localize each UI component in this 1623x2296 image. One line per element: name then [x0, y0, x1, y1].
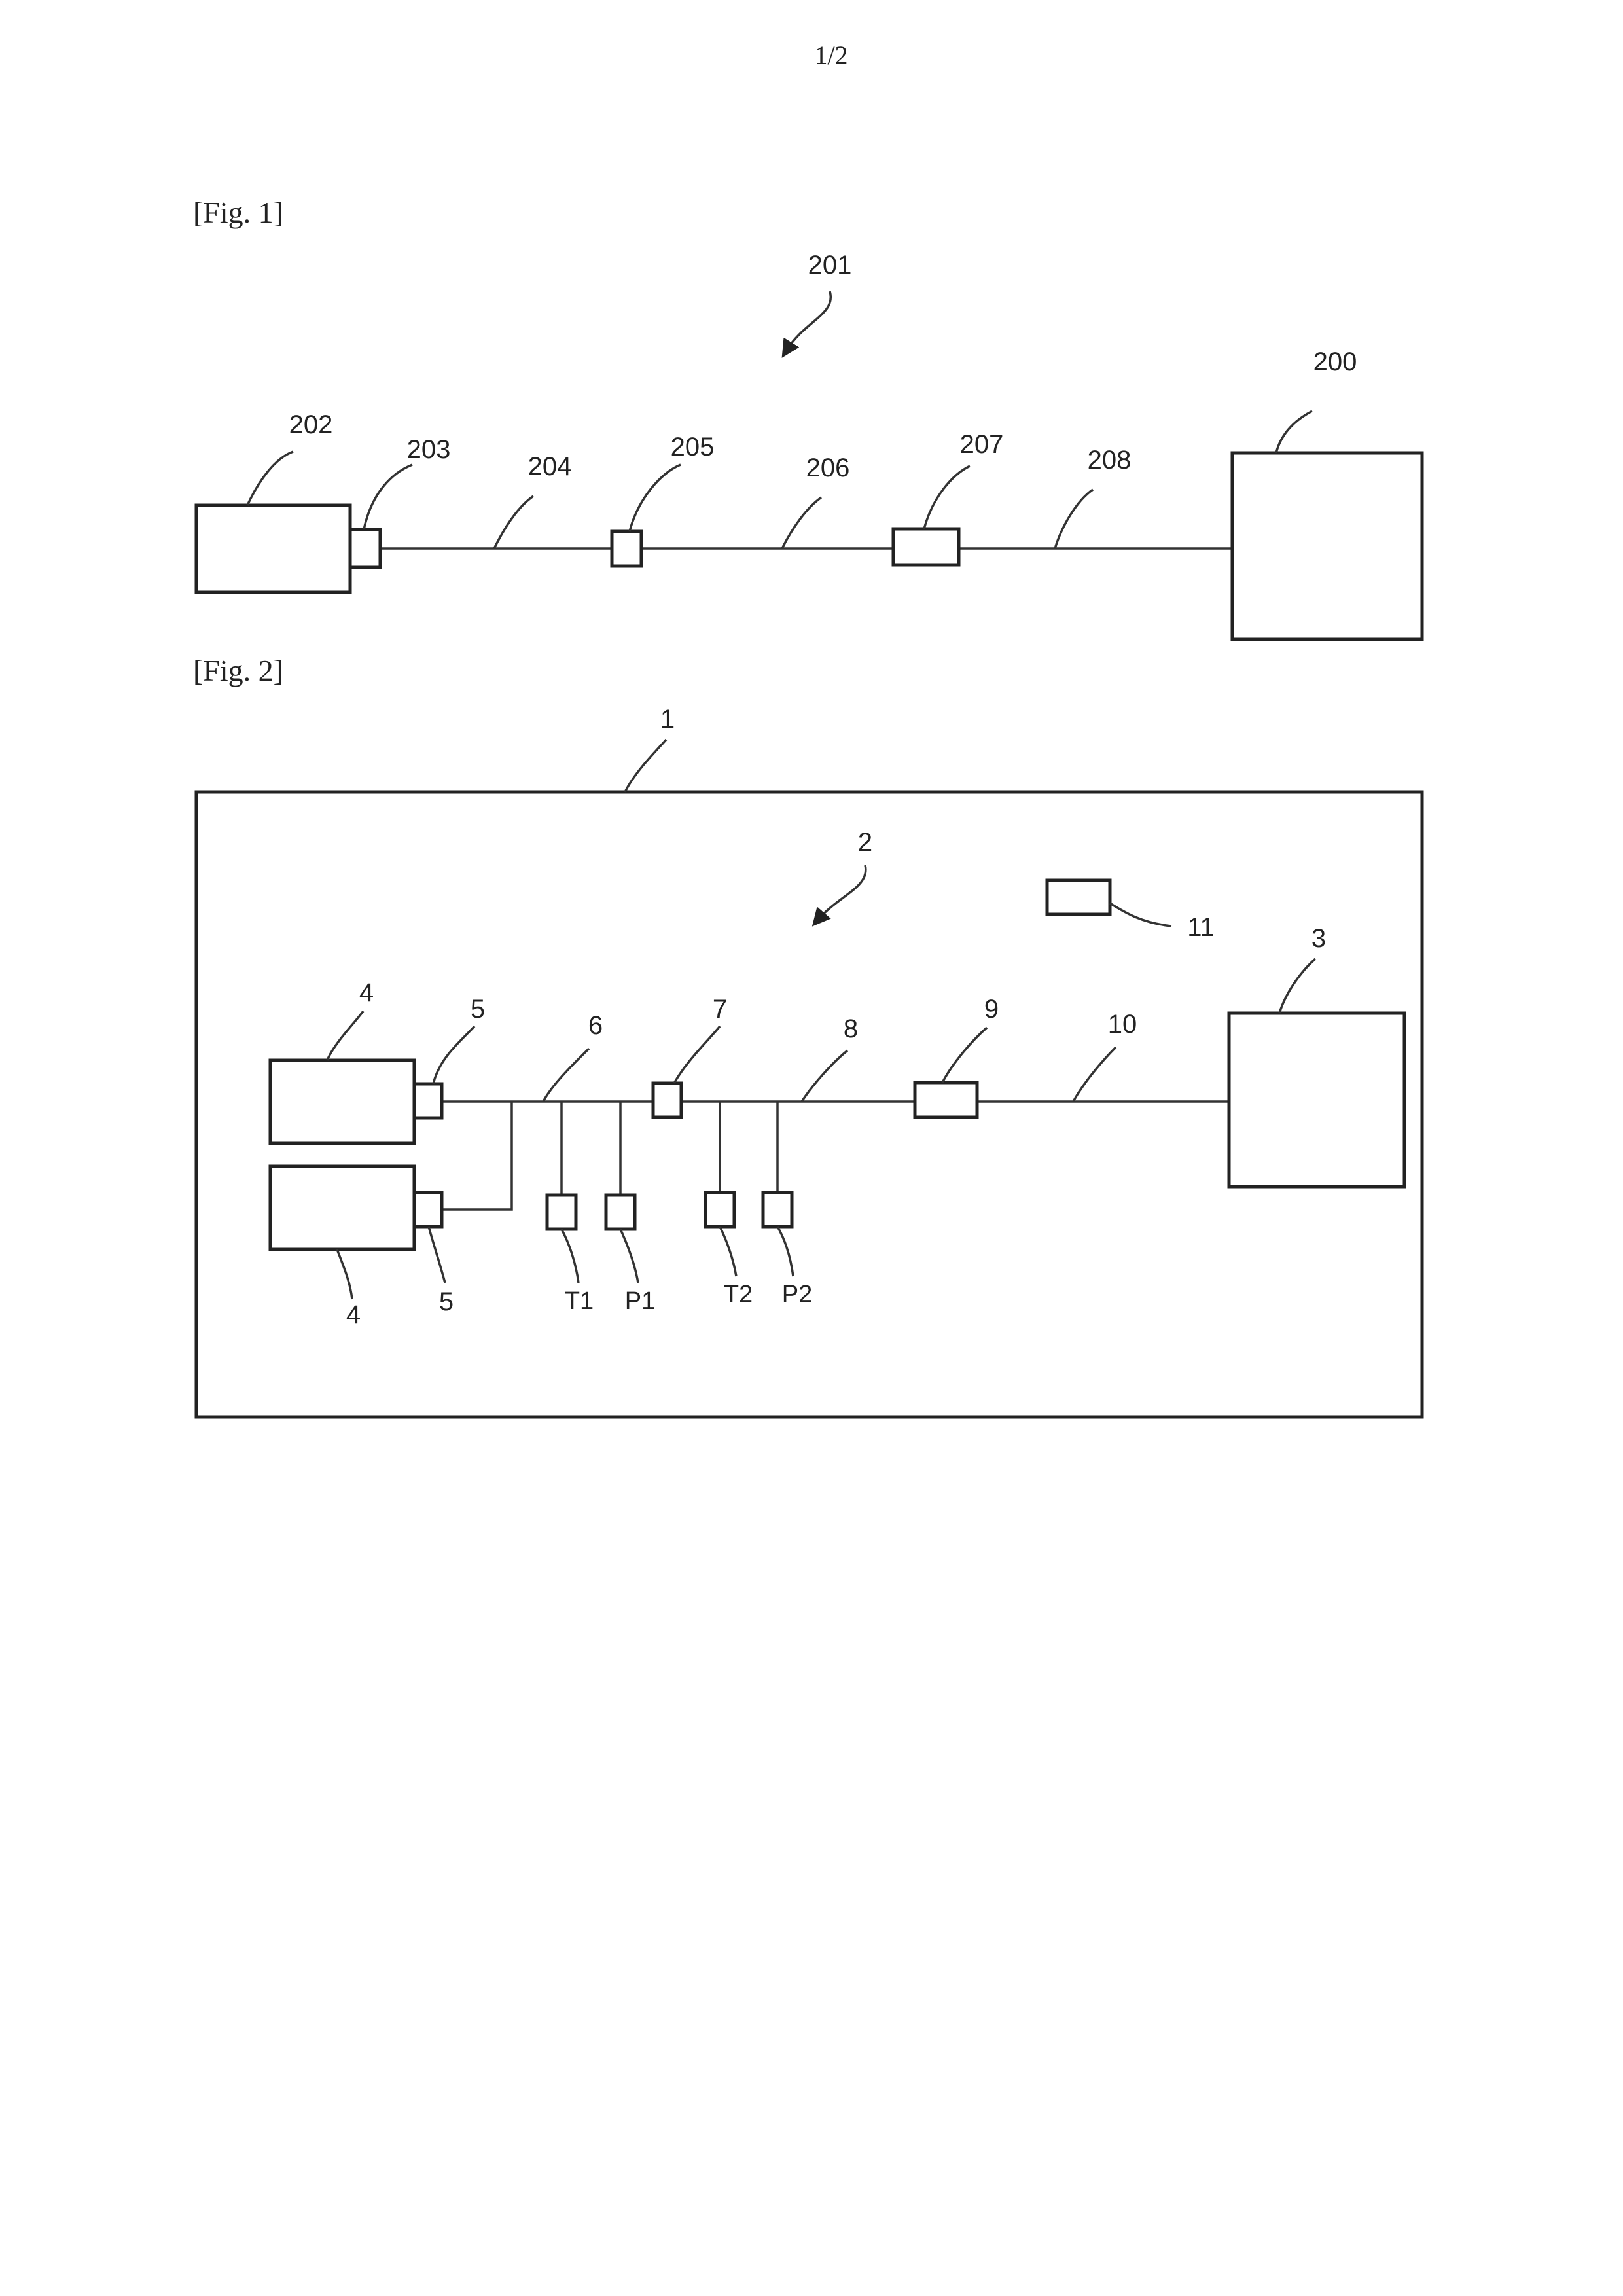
- page-number: 1/2: [814, 41, 847, 70]
- fig1-unit-right: [1232, 453, 1422, 639]
- fig2-label-3: 3: [1311, 924, 1326, 953]
- fig1-label-200: 200: [1313, 348, 1357, 376]
- fig2-label-8: 8: [844, 1014, 858, 1043]
- fig2-label-6: 6: [588, 1011, 603, 1040]
- fig2-label-system: 2: [858, 828, 872, 857]
- fig2-sensor-p2: [763, 1193, 792, 1227]
- fig2-label-p1: P1: [625, 1287, 655, 1315]
- fig1-leader-207: [924, 466, 970, 529]
- figure-2: [Fig. 2] 1 2 11: [193, 654, 1422, 1417]
- fig2-leader-4-upper: [327, 1011, 363, 1060]
- fig1-inline-device: [893, 529, 959, 565]
- fig2-label-7: 7: [713, 995, 727, 1024]
- fig2-leader-t1: [562, 1229, 579, 1283]
- fig2-leader-4-lower: [337, 1249, 352, 1299]
- fig2-system-arrow: [818, 865, 866, 920]
- fig1-leader-208: [1055, 490, 1093, 548]
- fig2-label-p2: P2: [782, 1281, 812, 1308]
- fig2-connector-upper: [414, 1084, 442, 1118]
- fig2-sensor-t2: [705, 1193, 734, 1227]
- fig1-label-208: 208: [1088, 446, 1132, 475]
- fig1-label-202: 202: [289, 410, 333, 439]
- fig1-label-204: 204: [528, 452, 572, 481]
- fig2-unit-lower: [270, 1166, 414, 1249]
- fig1-label-207: 207: [960, 430, 1004, 459]
- fig2-label-4-upper: 4: [359, 978, 374, 1007]
- fig1-leader-202: [247, 452, 293, 505]
- fig2-label-5-upper: 5: [471, 995, 485, 1024]
- fig2-label-t1: T1: [565, 1287, 594, 1315]
- fig2-leader-11: [1110, 903, 1171, 926]
- fig1-label-system: 201: [808, 251, 852, 279]
- fig2-label-10: 10: [1108, 1010, 1137, 1039]
- fig1-label-205: 205: [671, 433, 715, 461]
- fig2-label-11: 11: [1187, 913, 1215, 942]
- fig1-caption: [Fig. 1]: [193, 196, 283, 229]
- fig2-inline-device: [915, 1083, 977, 1117]
- fig2-leader-7: [674, 1026, 720, 1083]
- fig2-leader-5-upper: [433, 1026, 474, 1084]
- fig2-leader-6: [543, 1049, 589, 1102]
- fig1-leader-204: [494, 496, 533, 548]
- fig1-leader-206: [782, 497, 821, 548]
- fig1-system-arrow: [787, 291, 830, 350]
- fig2-leader-10: [1073, 1047, 1116, 1102]
- fig2-leader-8: [802, 1050, 847, 1102]
- fig2-sensor-p1: [606, 1195, 635, 1229]
- fig1-leader-200: [1276, 411, 1312, 453]
- fig2-leader-5-lower: [429, 1227, 445, 1283]
- fig1-leader-205: [630, 465, 681, 531]
- fig2-label-9: 9: [984, 995, 999, 1024]
- fig1-label-206: 206: [806, 454, 850, 482]
- fig2-pipe-manifold: [442, 1102, 512, 1210]
- fig2-valve: [653, 1083, 681, 1117]
- fig2-leader-3: [1279, 959, 1315, 1013]
- fig1-valve: [612, 531, 641, 566]
- fig2-leader-t2: [720, 1227, 736, 1276]
- fig1-leader-203: [364, 465, 412, 529]
- fig2-leader-p1: [620, 1229, 638, 1283]
- fig2-label-4-lower: 4: [346, 1300, 361, 1329]
- fig2-label-1: 1: [660, 705, 675, 734]
- fig2-controller: [1047, 880, 1110, 914]
- fig2-leader-9: [942, 1028, 987, 1083]
- figure-1: [Fig. 1] 201 202 203 204 205 206 207 208: [193, 196, 1422, 639]
- fig1-connector: [350, 529, 380, 567]
- fig2-leader-1: [625, 740, 666, 792]
- fig2-label-5-lower: 5: [439, 1287, 454, 1316]
- fig1-unit-left: [196, 505, 350, 592]
- fig2-leader-p2: [777, 1227, 793, 1276]
- fig2-unit-right: [1229, 1013, 1404, 1187]
- fig1-label-203: 203: [407, 435, 451, 464]
- fig2-caption: [Fig. 2]: [193, 654, 283, 687]
- fig2-connector-lower: [414, 1193, 442, 1227]
- fig2-sensor-t1: [547, 1195, 576, 1229]
- fig2-label-t2: T2: [724, 1281, 753, 1308]
- fig2-unit-upper: [270, 1060, 414, 1143]
